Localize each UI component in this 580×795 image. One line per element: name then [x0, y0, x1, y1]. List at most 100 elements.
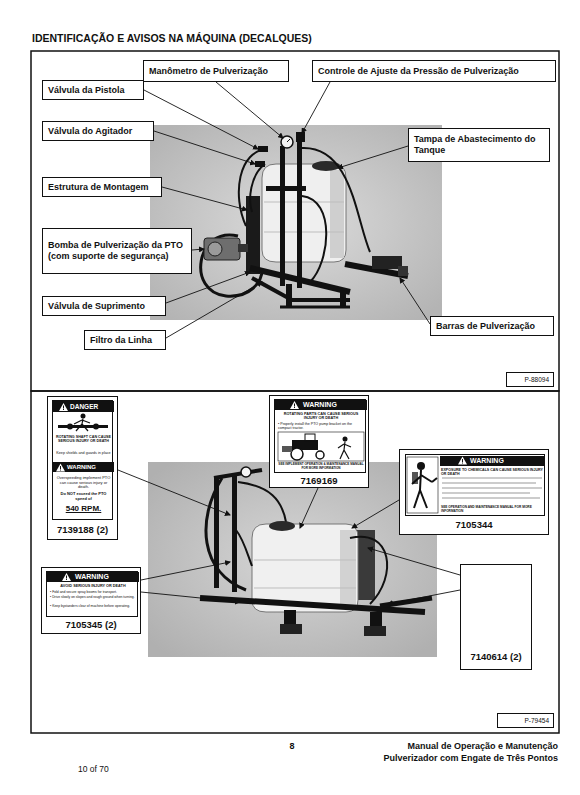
- part-name: Bomba de Pulverização da PTO (com suport…: [48, 240, 186, 262]
- part-name: Válvula de Suprimento: [48, 301, 145, 312]
- sprayer-illustration: [252, 278, 350, 300]
- hazard-pictogram: [338, 442, 351, 460]
- alert-triangle: [63, 406, 64, 409]
- decal-fine-print: [442, 482, 536, 483]
- hazard-pictogram: [407, 457, 438, 513]
- decal-text: SEE OPERATION AND MAINTENANCE MANUAL FOR…: [441, 506, 543, 514]
- sprayer-illustration: [204, 238, 240, 260]
- leader-line: [166, 272, 250, 303]
- sprayer-illustration: [262, 164, 346, 262]
- decal-text: WARNING: [47, 572, 139, 582]
- hazard-pictogram: [343, 437, 348, 442]
- footer-text: Manual de Operação e Manutenção: [300, 741, 558, 752]
- sprayer-illustration: [287, 139, 290, 142]
- decal-text: • Keep bystanders clear of machine befor…: [50, 604, 136, 608]
- leader-line: [154, 131, 255, 164]
- sprayer-illustration: [206, 478, 246, 590]
- part-name: Válvula do Agitador: [48, 126, 132, 137]
- alert-triangle: [60, 466, 61, 469]
- decal-text: ROTATING SHAFT CAN CAUSE SERIOUS INJURY …: [55, 435, 112, 444]
- hazard-pictogram: [278, 432, 364, 461]
- sprayer-illustration: [350, 537, 387, 604]
- leader-line: [302, 82, 330, 133]
- figure-number-box: P-79454: [497, 713, 554, 728]
- sprayer-illustration: [296, 132, 305, 142]
- decal-fine-print: [442, 497, 540, 498]
- alert-triangle: [458, 457, 467, 465]
- decal-text: WARNING: [440, 456, 544, 466]
- sprayer-illustration: [250, 164, 265, 212]
- leader-line: [118, 82, 460, 604]
- leader-line: [352, 500, 399, 528]
- safety-decal: DANGERROTATING SHAFT CAN CAUSE SERIOUS I…: [52, 400, 113, 520]
- sprayer-illustration: [208, 242, 222, 256]
- sprayer-illustration: [398, 266, 408, 276]
- decal-frame: 7169169WARNINGROTATING PARTS CAN CAUSE S…: [269, 395, 369, 488]
- leader-line: [144, 90, 258, 149]
- leader-line: [338, 146, 408, 168]
- decal-text: Overspeeding implement PTO can cause ser…: [55, 476, 112, 490]
- sprayer-illustration: [297, 142, 302, 288]
- alert-triangle: [59, 403, 68, 411]
- safety-decal: WARNINGAVOID SERIOUS INJURY OR DEATH• Fo…: [46, 571, 138, 617]
- decal-text: • Fold and secure spray booms for transp…: [50, 590, 136, 594]
- part-name: Barras de Pulverização: [436, 321, 535, 332]
- callout-box: Tampa de Abastecimento do Tanque: [408, 128, 550, 162]
- hazard-pictogram: [278, 432, 364, 461]
- leader-line: [141, 592, 240, 602]
- callout-box: Válvula do Agitador: [42, 121, 154, 141]
- hazard-pictogram: [282, 446, 292, 452]
- leader-line: [368, 548, 460, 575]
- decal-text: WARNING: [275, 400, 367, 410]
- sprayer-illustration: [254, 560, 356, 588]
- sprayer-illustration: [214, 470, 262, 478]
- decal-frame: 7140614 (2): [460, 564, 532, 670]
- part-name: Manômetro de Pulverização: [149, 66, 268, 77]
- hazard-pictogram: [81, 414, 86, 419]
- decal-number: 7169169: [270, 475, 368, 487]
- part-name: Controle de Ajuste da Pressão de Pulveri…: [318, 66, 519, 77]
- part-name: Filtro da Linha: [90, 335, 152, 346]
- decal-text: WARNING: [53, 462, 114, 472]
- page-title: IDENTIFICAÇÃO E AVISOS NA MÁQUINA (DECAL…: [32, 32, 552, 45]
- decal-fine-print: [442, 492, 530, 493]
- decal-fine-print: [442, 477, 542, 478]
- hazard-pictogram: [58, 414, 108, 432]
- panel-frame: [31, 51, 559, 733]
- decal-text: 540 RPM.: [55, 504, 112, 514]
- callout-box: Válvula da Pistola: [42, 80, 144, 100]
- hazard-pictogram: [67, 424, 73, 430]
- sprayer-illustration: [250, 268, 350, 292]
- hazard-pictogram: [412, 470, 437, 508]
- sprayer-illustration: [148, 462, 437, 657]
- figure-number-box: P-88094: [506, 372, 554, 387]
- hazard-pictogram: [292, 440, 318, 450]
- sprayer-illustration: [246, 196, 260, 274]
- part-name: Estrutura de Montagem: [48, 182, 149, 193]
- callout-box: Estrutura de Montagem: [42, 177, 162, 197]
- leader-line: [166, 282, 262, 338]
- sprayer-illustration: [232, 474, 237, 592]
- decal-number: 7139188 (2): [48, 524, 117, 536]
- decal-text: • Drive slowly on slopes and rough groun…: [50, 595, 136, 599]
- figure-number: P-88094: [524, 376, 549, 384]
- alert-triangle: [56, 464, 65, 472]
- sprayer-illustration: [236, 530, 252, 566]
- callout-box: Barras de Pulverização: [430, 316, 554, 336]
- leader-line: [162, 187, 247, 210]
- decal-text: Do NOT exceed the PTO speed of: [55, 492, 112, 501]
- sprayer-illustration: [252, 524, 358, 612]
- sprayer-illustration: [364, 626, 386, 636]
- hazard-pictogram: [316, 451, 324, 459]
- leader-line: [400, 278, 430, 324]
- sprayer-illustration: [286, 284, 292, 308]
- sprayer-illustration: [280, 624, 302, 634]
- sprayer-illustration: [238, 244, 248, 252]
- decal-frame: 7105344WARNINGEXPOSURE TO CHEMICALS CAN …: [399, 449, 549, 535]
- alert-triangle: [63, 409, 64, 410]
- figure-number: P-79454: [524, 717, 549, 725]
- decal-text: EXPOSURE TO CHEMICALS CAN CAUSE SERIOUS …: [441, 468, 543, 476]
- hazard-pictogram: [407, 457, 438, 513]
- sprayer-illustration: [269, 521, 295, 531]
